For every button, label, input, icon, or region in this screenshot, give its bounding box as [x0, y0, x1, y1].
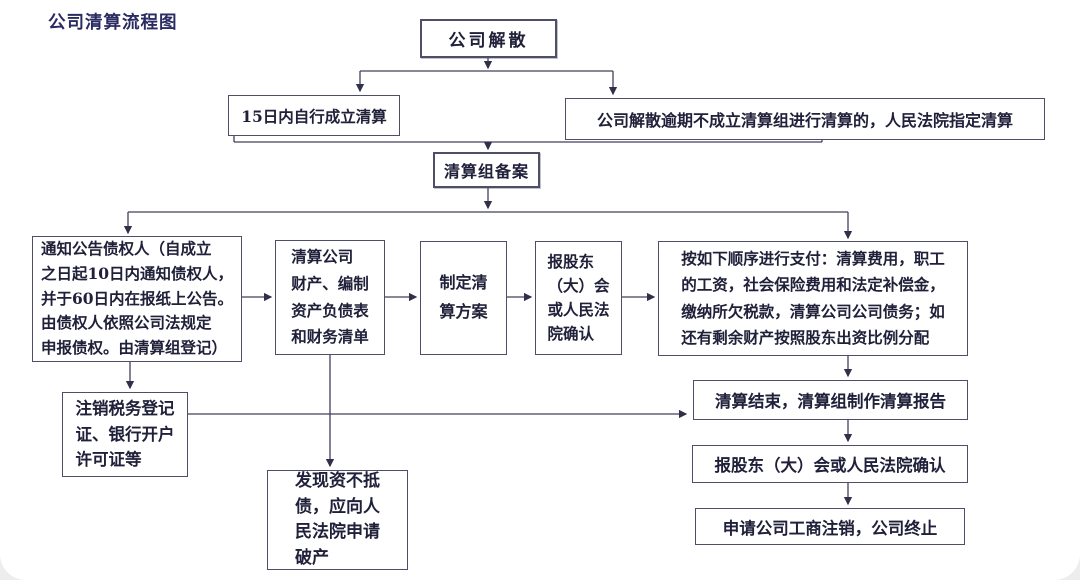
node-plan-confirmation: 报股东 （大）会 或人民法 院确认	[535, 241, 622, 355]
node-company-dissolution: 公司解散	[420, 19, 557, 58]
node-make-liquidation-plan: 制定清 算方案	[420, 241, 507, 355]
node-payment-order: 按如下顺序进行支付：清算费用，职工 的工资，社会保险费用和法定补偿金， 缴纳所欠…	[658, 241, 968, 356]
node-label: 发现资不抵 债，应向人 民法院申请 破产	[295, 471, 380, 568]
node-self-liquidation-15-days: 15日内自行成立清算	[228, 95, 400, 136]
node-label: 公司解散逾期不成立清算组进行清算的，人民法院指定清算	[596, 111, 1013, 130]
node-apply-bankruptcy: 发现资不抵 债，应向人 民法院申请 破产	[267, 470, 408, 570]
node-notify-creditors: 通知公告债权人（自成立 之日起10日内通知债权人， 并于60日内在报纸上公告。 …	[32, 236, 242, 362]
node-label: 公司解散	[448, 31, 529, 50]
page-title: 公司清算流程图	[48, 12, 178, 32]
node-label: 15日内自行成立清算	[241, 106, 387, 126]
node-cancel-tax-registration: 注销税务登记 证、银行开户 许可证等	[62, 392, 188, 477]
node-label: 报股东（大）会或人民法院确认	[714, 456, 946, 475]
node-label: 清算组备案	[443, 164, 529, 181]
node-report-confirmation: 报股东（大）会或人民法院确认	[692, 445, 968, 483]
node-liquidate-assets: 清算公司 财产、编制 资产负债表 和财务清单	[275, 240, 385, 355]
node-label: 通知公告债权人（自成立 之日起10日内通知债权人， 并于60日内在报纸上公告。 …	[40, 239, 234, 358]
node-label: 申请公司工商注销，公司终止	[722, 518, 938, 538]
node-label: 按如下顺序进行支付：清算费用，职工 的工资，社会保险费用和法定补偿金， 缴纳所欠…	[681, 248, 945, 347]
node-court-designated-liquidation: 公司解散逾期不成立清算组进行清算的，人民法院指定清算	[565, 98, 1045, 140]
node-company-deregistration: 申请公司工商注销，公司终止	[695, 508, 965, 545]
node-label: 报股东 （大）会 或人民法 院确认	[547, 251, 610, 344]
node-liquidation-group-filing: 清算组备案	[433, 152, 540, 188]
node-label: 清算公司 财产、编制 资产负债表 和财务清单	[291, 247, 369, 347]
node-label: 制定清 算方案	[439, 273, 488, 321]
node-liquidation-report: 清算结束，清算组制作清算报告	[693, 380, 968, 420]
node-label: 清算结束，清算组制作清算报告	[715, 392, 946, 411]
node-label: 注销税务登记 证、银行开户 许可证等	[75, 399, 175, 470]
